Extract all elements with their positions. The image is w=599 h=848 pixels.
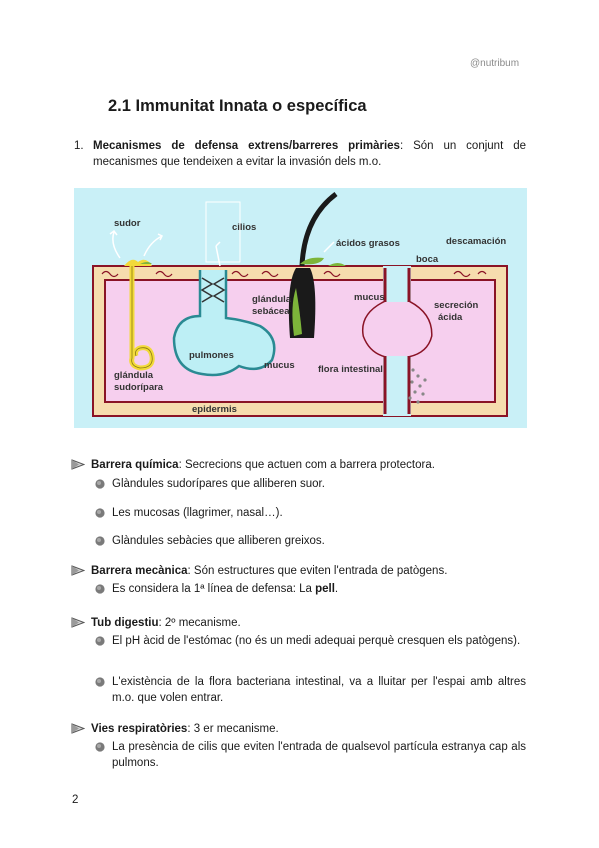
cilia-lines — [200, 277, 226, 303]
list-item-1: 1. Mecanismes de defensa extrens/barrere… — [74, 138, 526, 170]
bullet-tub-digestiu: Tub digestiu: 2º mecanisme. — [91, 615, 531, 631]
sweat-arrows — [109, 229, 164, 259]
list-item-text: Mecanismes de defensa extrens/barreres p… — [93, 138, 526, 170]
sub-bullet: Glàndules sebàcies que alliberen greixos… — [112, 533, 526, 549]
sebaceous-gland — [292, 288, 302, 336]
sub-bullet-text: Glàndules sudorípares que alliberen suor… — [112, 478, 325, 490]
bullet-text: : 2º mecanisme. — [158, 617, 241, 629]
arrow-bullet-icon — [71, 617, 85, 628]
label-glandula-sebacea-2: sebácea — [252, 306, 290, 317]
sub-bullet: El pH àcid de l'estómac (no és un medi a… — [112, 633, 526, 649]
sub-bullet: Glàndules sudorípares que alliberen suor… — [112, 476, 526, 492]
hair-follicle — [288, 268, 316, 338]
defense-barriers-diagram: sudor cilios ácidos grasos descamación b… — [74, 188, 527, 428]
bullet-heading: Vies respiratòries — [91, 723, 188, 735]
list-item-heading: Mecanismes de defensa extrens/barreres p… — [93, 140, 400, 152]
sub-bullet-end: . — [334, 583, 339, 595]
watermark: @nutribum — [470, 58, 520, 69]
label-glandula-sebacea-1: glándula — [252, 294, 292, 305]
cilia-pointer — [215, 241, 221, 267]
fatty-acids-top — [300, 257, 324, 265]
label-boca: boca — [416, 254, 439, 265]
label-secrecion-1: secreción — [434, 300, 479, 311]
page-number: 2 — [72, 794, 79, 806]
bullet-barrera-mecanica: Barrera mecànica: Són estructures que ev… — [91, 563, 531, 579]
label-secrecion-2: ácida — [438, 312, 463, 323]
list-number: 1. — [74, 140, 84, 152]
arrow-bullet-icon — [71, 459, 85, 470]
flora-dots — [408, 368, 427, 404]
sub-bullet-text: La presència de cilis que eviten l'entra… — [112, 741, 526, 769]
label-cilios: cilios — [232, 222, 256, 233]
dot-bullet-icon — [95, 479, 105, 489]
epidermis-texture — [101, 270, 487, 278]
arrow-bullet-icon — [71, 723, 85, 734]
section-title: 2.1 Immunitat Innata o específica — [108, 97, 367, 115]
sweat-gland-outline — [131, 266, 153, 369]
fatty-acids-pointer — [323, 241, 335, 253]
sub-bullet-text: Es considera la 1ª línea de defensa: La — [112, 583, 316, 595]
bullet-text: : 3 er mecanisme. — [187, 723, 279, 735]
bullet-text: : Secrecions que actuen com a barrera pr… — [178, 459, 435, 471]
sub-bullet-text: Glàndules sebàcies que alliberen greixos… — [112, 535, 325, 547]
fatty-acids-side — [328, 263, 346, 266]
bullet-heading: Barrera química — [91, 459, 179, 471]
sub-bullet-text: El pH àcid de l'estómac (no és un medi a… — [112, 635, 521, 647]
label-acidos-grasos: ácidos grasos — [336, 238, 400, 249]
sub-bullet-bold: pell — [315, 583, 335, 595]
sub-bullet: La presència de cilis que eviten l'entra… — [112, 739, 526, 771]
cilia-highlight — [205, 201, 241, 263]
label-glandula-sudoripara-2: sudorípara — [114, 382, 164, 393]
bullet-heading: Barrera mecànica — [91, 565, 188, 577]
lung-structure — [172, 270, 276, 377]
hair-shaft — [299, 192, 338, 267]
label-glandula-sudoripara-1: glándula — [114, 370, 154, 381]
label-mucus-mid: mucus — [264, 360, 295, 371]
bullet-heading: Tub digestiu — [91, 617, 159, 629]
label-flora: flora intestinal — [318, 364, 383, 375]
sweat-residue — [140, 262, 152, 264]
sub-bullet-text: L'existència de la flora bacteriana inte… — [112, 676, 526, 704]
label-pulmones: pulmones — [189, 350, 234, 361]
dot-bullet-icon — [95, 677, 105, 687]
label-descamacion: descamación — [446, 236, 506, 247]
dot-bullet-icon — [95, 508, 105, 518]
sub-bullet: Les mucosas (llagrimer, nasal…). — [112, 505, 526, 521]
sweat-drop — [124, 259, 152, 266]
sub-bullet: Es considera la 1ª línea de defensa: La … — [112, 581, 526, 597]
label-mucus-top: mucus — [354, 292, 385, 303]
bullet-text: : Són estructures que eviten l'entrada d… — [187, 565, 448, 577]
bullet-vies-respiratories: Vies respiratòries: 3 er mecanisme. — [91, 721, 531, 737]
sub-bullet-text: Les mucosas (llagrimer, nasal…). — [112, 507, 283, 519]
dot-bullet-icon — [95, 536, 105, 546]
arrow-bullet-icon — [71, 565, 85, 576]
list-item-body: : Són un conjunt de mecanismes que tende… — [93, 140, 526, 168]
label-epidermis: epidermis — [192, 404, 237, 415]
dot-bullet-icon — [95, 636, 105, 646]
dot-bullet-icon — [95, 742, 105, 752]
dot-bullet-icon — [95, 584, 105, 594]
sub-bullet: L'existència de la flora bacteriana inte… — [112, 674, 526, 706]
label-sudor: sudor — [114, 218, 141, 229]
stomach-cavity — [363, 302, 432, 356]
bullet-barrera-quimica: Barrera química: Secrecions que actuen c… — [91, 457, 531, 473]
